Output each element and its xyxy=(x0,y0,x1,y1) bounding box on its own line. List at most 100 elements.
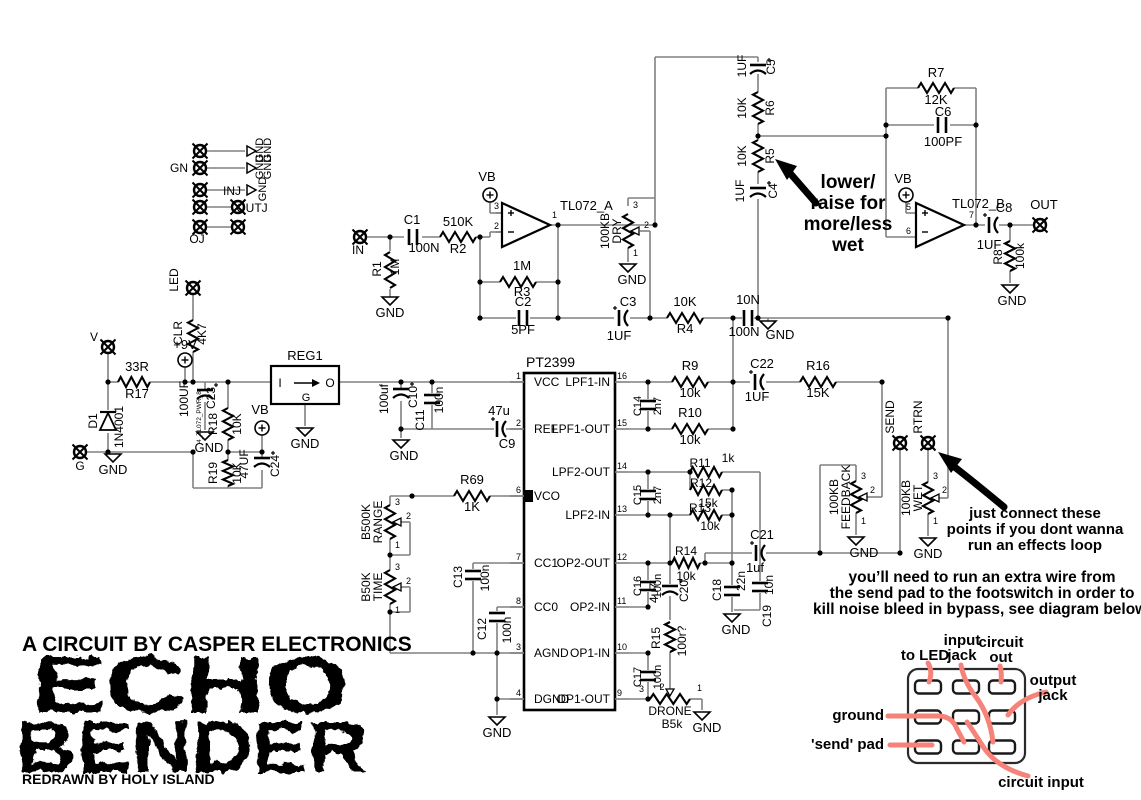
credit-line: A CIRCUIT BY CASPER ELECTRONICS xyxy=(22,633,412,656)
label-parts.C11.n: C11 xyxy=(413,409,427,430)
label-parts.C8.n: C8 xyxy=(996,200,1013,215)
gnd-label: GND xyxy=(914,546,943,561)
label-parts.R5.v: 10K xyxy=(735,145,749,166)
junction-dot xyxy=(702,560,708,566)
label-footswitch.send: 'send' pad xyxy=(811,736,884,753)
gnd-icon xyxy=(391,439,411,450)
resistor-icon xyxy=(848,480,864,514)
label-parts.C19.v: 10n xyxy=(762,575,776,595)
resistor-icon xyxy=(382,569,398,605)
label-parts.R12.n: R12 xyxy=(690,476,712,490)
junction-dot xyxy=(973,222,979,228)
resistor-icon xyxy=(220,407,236,441)
label-ic.left.0.l: VCC xyxy=(534,375,560,389)
junction-dot xyxy=(879,379,885,385)
label-parts.R2.n: R2 xyxy=(450,241,467,256)
label-reg.out: O xyxy=(325,376,334,390)
ic-pt2399-box xyxy=(522,371,617,712)
g-pad-icon xyxy=(71,443,89,461)
junction-dot xyxy=(182,379,188,385)
label-pots.DRY.n: DRY xyxy=(610,218,624,243)
label-annotations.loop.1: points if you dont wanna xyxy=(947,521,1124,538)
label-pp.a: 3 xyxy=(861,471,866,481)
resistor-icon xyxy=(671,421,709,437)
rtrn-pad-icon xyxy=(919,434,937,452)
junction-dot xyxy=(477,279,483,285)
gnd-label: GND xyxy=(376,305,405,320)
label-parts.C5.n: C5 xyxy=(764,59,778,75)
gnd-icon xyxy=(722,613,742,624)
label-parts.R2.v: 510K xyxy=(443,214,474,229)
label-parts.C24.v: 47UF xyxy=(237,449,251,478)
junction-dot xyxy=(817,550,823,556)
wiper-icon xyxy=(857,491,868,503)
gnd-label: GND xyxy=(291,436,320,451)
label-parts.R10.v: 10k xyxy=(680,432,701,447)
label-ic.right.0.l: LPF1-IN xyxy=(565,375,610,389)
label-parts.R17.v: 33R xyxy=(125,359,149,374)
label-parts.C19.n: C19 xyxy=(760,605,774,627)
gnd-label: GND xyxy=(722,622,751,637)
label-pp.c: 1 xyxy=(633,248,638,258)
label-opamps.a.o: 1 xyxy=(552,210,557,220)
label-symbols.v: V xyxy=(90,330,98,344)
label-parts.R15.v: 100r? xyxy=(675,625,689,656)
label-annotations.loop.0: just connect these xyxy=(968,505,1101,522)
label-parts.C14.n: C14 xyxy=(632,396,644,416)
label-parts.R13.v: 10k xyxy=(700,519,720,533)
label-pots.TIME.n: TIME xyxy=(371,573,385,602)
capacitor-polar-icon xyxy=(993,216,999,234)
junction-dot xyxy=(555,222,561,228)
label-parts.C17.n: C17 xyxy=(632,667,644,687)
label-parts.C13.n: C13 xyxy=(451,566,465,588)
label-ic.right.4.l: OP2-OUT xyxy=(557,556,611,570)
label-parts.R14.v: 10k xyxy=(676,569,696,583)
junction-dot xyxy=(387,552,393,558)
label-parts.R6.n: R6 xyxy=(763,100,777,116)
label-footswitch.ojack1: output xyxy=(1030,672,1077,689)
label-symbols.v9: +9V xyxy=(173,337,197,352)
label-parts.C2.v: 5PF xyxy=(511,322,535,337)
label-parts.C21.n: C21 xyxy=(750,527,774,542)
label-parts.R4.n: R4 xyxy=(677,321,694,336)
junction-dot xyxy=(494,650,500,656)
junction-dot xyxy=(755,133,761,139)
gnd-icon xyxy=(380,296,400,307)
label-parts.C18.n: C18 xyxy=(710,579,724,601)
resistor-icon xyxy=(662,621,678,653)
resistor-icon xyxy=(750,91,766,125)
label-annotations.bleed.1: the send pad to the footswitch in order … xyxy=(830,585,1135,602)
label-symbols.in: IN xyxy=(352,243,364,257)
label-pp.b: 2 xyxy=(406,511,411,521)
junction-dot xyxy=(429,379,435,385)
label-ic.left.5.l: AGND xyxy=(534,646,569,660)
label-parts.C16.n: C16 xyxy=(632,576,644,596)
wet-annotation-arrow-icon xyxy=(785,168,820,207)
label-ic.right.2.l: LPF2-OUT xyxy=(552,465,611,479)
label-parts.R19.n: R19 xyxy=(206,462,220,484)
diode-icon xyxy=(98,410,118,431)
label-symbols.led: LED xyxy=(167,268,181,292)
label-jacks.row2: GN xyxy=(170,161,188,175)
junction-dot xyxy=(225,379,231,385)
resistor-icon xyxy=(382,504,398,540)
label-jacks.row3: INJ xyxy=(223,184,241,198)
capacitor-polar-icon xyxy=(759,373,765,391)
label-parts.R9.v: 10k xyxy=(680,385,701,400)
label-pp.a: 3 xyxy=(639,684,644,694)
loop-annotation-arrow-icon xyxy=(948,461,1008,511)
junction-dot xyxy=(477,234,483,240)
label-ic.left.2.l: VCO xyxy=(534,489,560,503)
resistor-icon xyxy=(185,319,201,353)
label-parts.C20.v: 4u7 xyxy=(647,583,661,603)
label-parts.R12.v: 15k xyxy=(698,496,718,510)
label-ic.left.2.n: 6 xyxy=(516,485,521,495)
junction-dot xyxy=(555,315,561,321)
junction-dot xyxy=(494,696,500,702)
label-ic.left.1.n: 2 xyxy=(516,418,521,428)
junction-dot xyxy=(729,487,735,493)
resistor-icon xyxy=(750,139,766,173)
resistor-icon xyxy=(689,482,723,498)
label-footswitch.cout2: out xyxy=(989,649,1012,666)
